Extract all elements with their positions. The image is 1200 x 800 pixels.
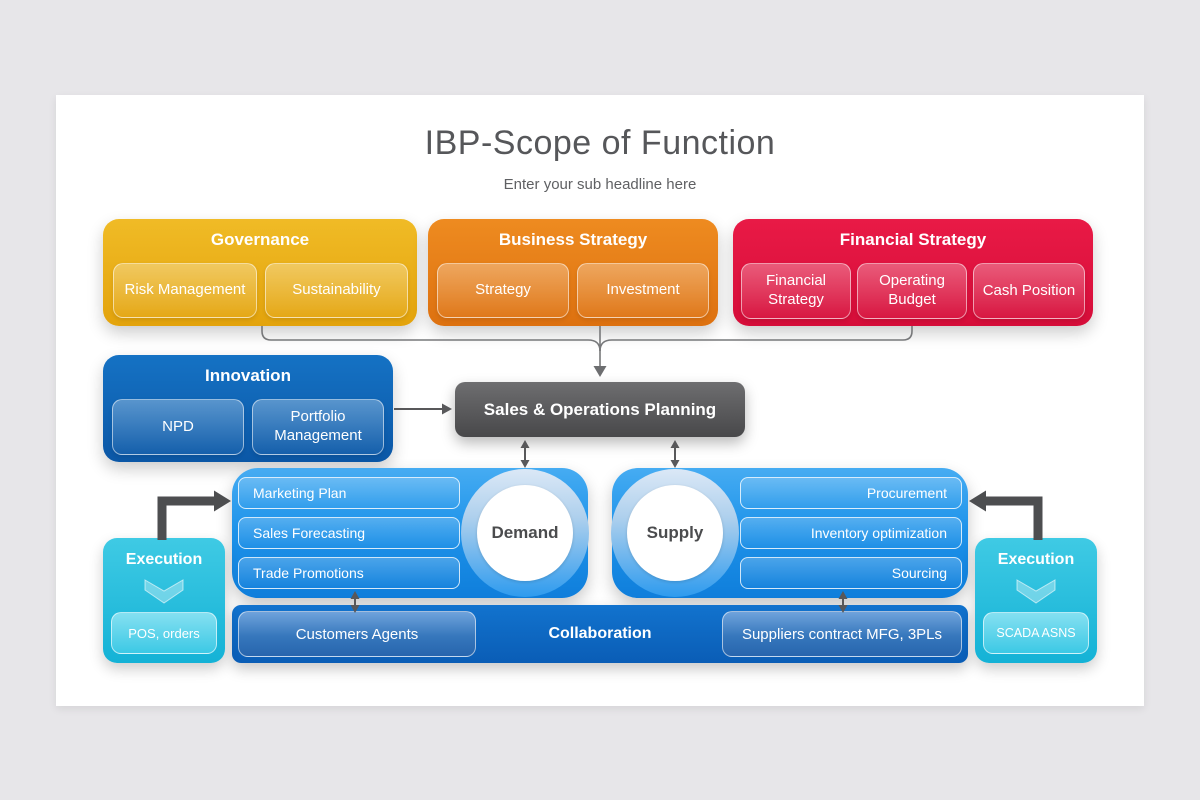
- sales-operations-planning-box: Sales & Operations Planning: [455, 382, 745, 437]
- business-strategy-item-strategy: Strategy: [437, 263, 569, 318]
- innovation-group: Innovation NPD Portfolio Management: [103, 355, 393, 462]
- chevron-down-icon: [975, 578, 1097, 606]
- financial-strategy-item-operating-budget: Operating Budget: [857, 263, 967, 319]
- supply-circle: Supply: [611, 469, 739, 597]
- supply-item-sourcing: Sourcing: [740, 557, 962, 589]
- innovation-item-portfolio-management: Portfolio Management: [252, 399, 384, 455]
- demand-circle-label: Demand: [477, 485, 573, 581]
- customers-agents-box: Customers Agents: [238, 611, 476, 657]
- demand-item-trade-promotions: Trade Promotions: [238, 557, 460, 589]
- chevron-down-icon: [103, 578, 225, 606]
- business-strategy-group: Business Strategy Strategy Investment: [428, 219, 718, 326]
- financial-strategy-group: Financial Strategy Financial Strategy Op…: [733, 219, 1093, 326]
- supply-circle-label: Supply: [627, 485, 723, 581]
- page-subtitle: Enter your sub headline here: [503, 176, 697, 193]
- execution-right-item: SCADA ASNS: [983, 612, 1089, 654]
- demand-panel: Marketing Plan Sales Forecasting Trade P…: [232, 468, 589, 598]
- governance-item-risk-management: Risk Management: [113, 263, 257, 318]
- governance-title: Governance: [210, 230, 310, 249]
- execution-left-box: Execution POS, orders: [103, 538, 225, 663]
- demand-item-marketing-plan: Marketing Plan: [238, 477, 460, 509]
- innovation-title: Innovation: [205, 366, 291, 385]
- suppliers-contract-box: Suppliers contract MFG, 3PLs: [722, 611, 962, 657]
- execution-left-item: POS, orders: [111, 612, 217, 654]
- financial-strategy-item-financial-strategy: Financial Strategy: [741, 263, 851, 319]
- business-strategy-item-investment: Investment: [577, 263, 709, 318]
- page-title: IBP-Scope of Function: [424, 124, 776, 162]
- collaboration-label: Collaboration: [548, 625, 652, 642]
- execution-right-box: Execution SCADA ASNS: [975, 538, 1097, 663]
- governance-item-sustainability: Sustainability: [265, 263, 408, 318]
- supply-item-inventory-optimization: Inventory optimization: [740, 517, 962, 549]
- governance-group: Governance Risk Management Sustainabilit…: [103, 219, 417, 326]
- supply-item-procurement: Procurement: [740, 477, 962, 509]
- demand-circle: Demand: [461, 469, 589, 597]
- financial-strategy-item-cash-position: Cash Position: [973, 263, 1085, 319]
- collaboration-bar: Collaboration Customers Agents Suppliers…: [232, 605, 968, 663]
- business-strategy-title: Business Strategy: [498, 230, 648, 249]
- supply-panel: Procurement Inventory optimization Sourc…: [611, 468, 968, 598]
- innovation-item-npd: NPD: [112, 399, 244, 455]
- financial-strategy-title: Financial Strategy: [839, 230, 987, 249]
- execution-left-title: Execution: [125, 551, 203, 568]
- demand-item-sales-forecasting: Sales Forecasting: [238, 517, 460, 549]
- execution-right-title: Execution: [997, 551, 1075, 568]
